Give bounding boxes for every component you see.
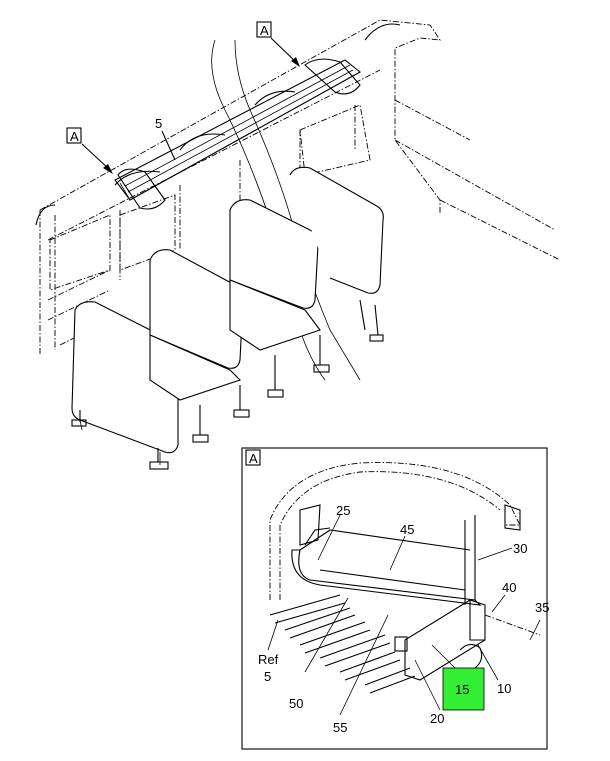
callout-ref-5: 5 bbox=[264, 669, 271, 684]
callout-25: 25 bbox=[336, 503, 350, 518]
callout-10: 10 bbox=[497, 681, 511, 696]
callout-20: 20 bbox=[430, 711, 444, 726]
callout-55: 55 bbox=[333, 720, 347, 735]
callout-30: 30 bbox=[513, 541, 527, 556]
callout-15-highlight bbox=[442, 667, 485, 711]
callout-ref: Ref bbox=[258, 652, 279, 667]
callout-45: 45 bbox=[400, 522, 414, 537]
view-a-callout-left: A bbox=[66, 127, 113, 174]
callout-35: 35 bbox=[535, 600, 549, 615]
view-a-label-left: A bbox=[70, 129, 79, 144]
view-a-label-detail: A bbox=[249, 451, 258, 466]
detail-view-a: A bbox=[241, 447, 549, 750]
bus-interior-view: A A 5 bbox=[35, 19, 561, 470]
view-a-callout-top: A bbox=[256, 21, 300, 67]
callout-15: 15 bbox=[455, 682, 469, 697]
callout-40: 40 bbox=[502, 580, 516, 595]
callout-5-main: 5 bbox=[155, 116, 162, 131]
view-a-label-top: A bbox=[260, 23, 269, 38]
seat-far bbox=[289, 166, 384, 342]
callout-50: 50 bbox=[289, 696, 303, 711]
seat-rear bbox=[229, 199, 330, 398]
